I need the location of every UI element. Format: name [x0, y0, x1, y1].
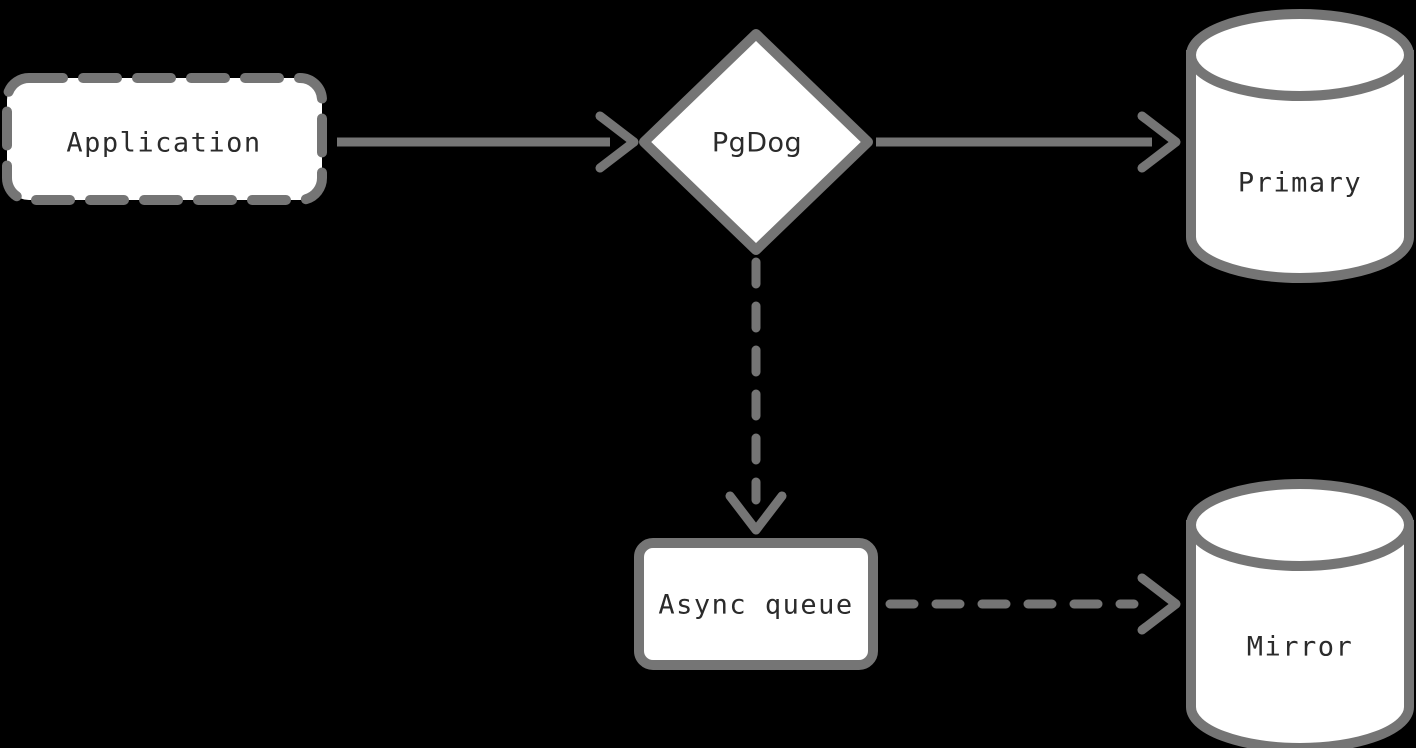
arrowhead-icon [595, 111, 639, 173]
node-application[interactable]: Application [2, 73, 327, 205]
node-shape-cylinder-top [1186, 9, 1414, 101]
node-shape-rect [634, 538, 878, 670]
node-primary[interactable]: Primary [1186, 9, 1414, 283]
arrowhead-icon [1137, 573, 1181, 635]
node-shape-diamond [639, 29, 873, 255]
node-label-mirror: Mirror [1247, 632, 1354, 663]
node-label-application: Application [66, 128, 261, 159]
edge-pgdog-to-primary [876, 111, 1181, 173]
arrowhead-icon [725, 491, 787, 535]
node-shape-cylinder-body [1186, 50, 1414, 283]
node-label-primary: Primary [1238, 168, 1362, 199]
node-label-pgdog: PgDog [712, 128, 802, 159]
node-mirror[interactable]: Mirror [1186, 479, 1414, 748]
node-shape-dashed-rect [2, 73, 327, 205]
node-label-async-queue: Async queue [658, 590, 853, 621]
node-shape-cylinder-top [1186, 479, 1414, 571]
node-pgdog[interactable]: PgDog [639, 29, 873, 255]
edge-pgdog-to-async-queue [725, 257, 787, 535]
edge-application-to-pgdog [337, 111, 639, 173]
edge-async-queue-to-mirror [885, 573, 1181, 635]
arrowhead-icon [1137, 111, 1181, 173]
node-async-queue[interactable]: Async queue [634, 538, 878, 670]
